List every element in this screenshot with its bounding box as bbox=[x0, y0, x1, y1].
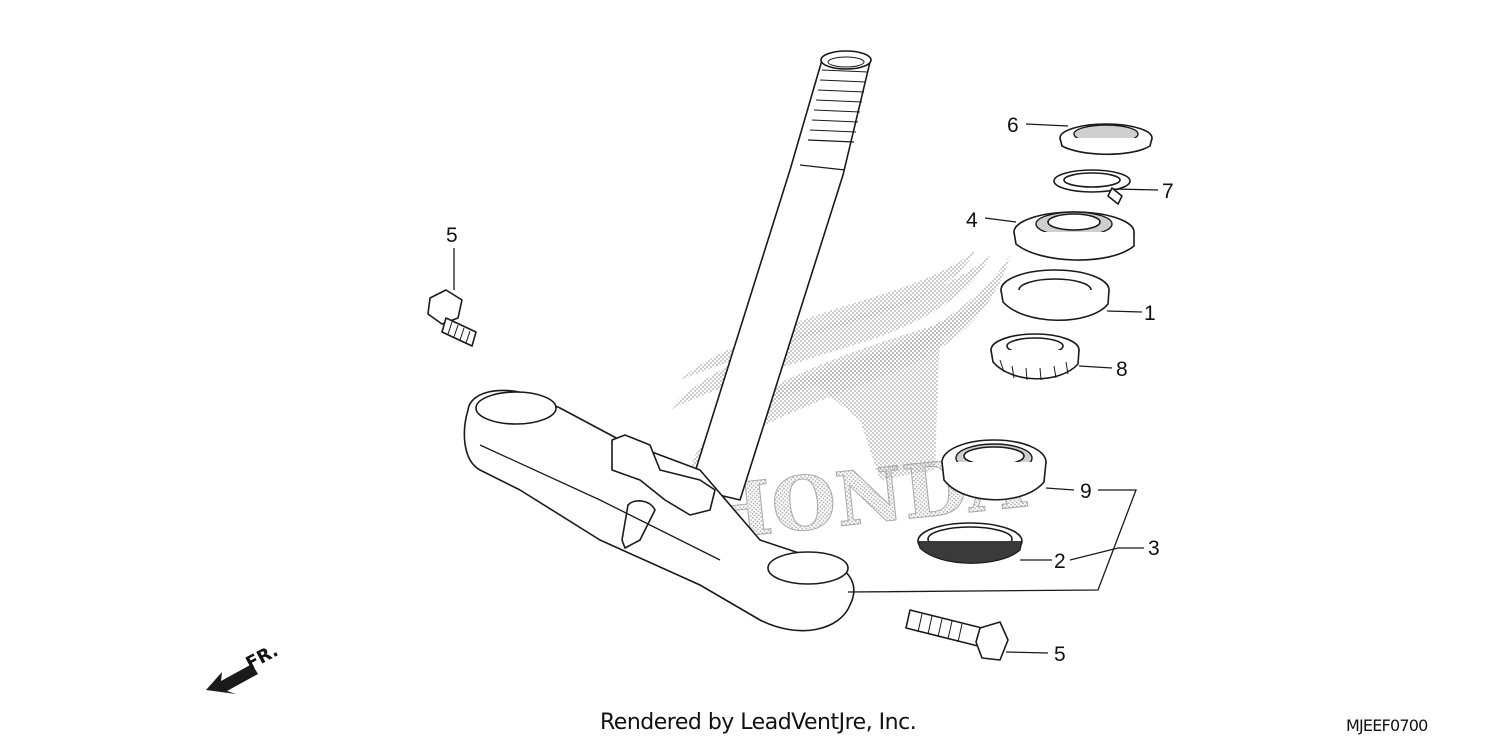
adjusting-nut bbox=[1013, 211, 1135, 261]
callout-6: 6 bbox=[1007, 114, 1019, 137]
lock-nut bbox=[1059, 123, 1153, 156]
callout-labels: 6 7 4 1 8 9 2 3 5 5 bbox=[446, 114, 1174, 666]
callout-3: 3 bbox=[1148, 537, 1160, 560]
dust-seal bbox=[917, 522, 1023, 564]
leader-lines bbox=[453, 123, 1159, 654]
upper-bearing bbox=[990, 333, 1080, 381]
callout-1: 1 bbox=[1144, 302, 1156, 325]
lock-washer bbox=[1053, 169, 1131, 205]
bottom-bridge bbox=[463, 389, 855, 632]
upper-bearing-race bbox=[1000, 269, 1110, 322]
callout-8: 8 bbox=[1116, 358, 1128, 381]
callout-5-top: 5 bbox=[446, 224, 458, 247]
render-credit: Rendered by LeadVentJre, Inc. bbox=[600, 710, 917, 735]
bolt-top-left bbox=[427, 289, 477, 347]
diagram-code: MJEEF0700 bbox=[1346, 716, 1428, 735]
callout-5-bottom: 5 bbox=[1054, 643, 1066, 666]
callout-9: 9 bbox=[1080, 480, 1092, 503]
front-direction-arrow: FR. bbox=[206, 640, 282, 694]
bolt-bottom bbox=[905, 609, 1009, 661]
callout-7: 7 bbox=[1162, 180, 1174, 203]
callout-4: 4 bbox=[966, 209, 978, 232]
callout-2: 2 bbox=[1054, 550, 1066, 573]
steering-stem-shaft bbox=[689, 50, 872, 501]
lower-bearing bbox=[941, 439, 1047, 501]
